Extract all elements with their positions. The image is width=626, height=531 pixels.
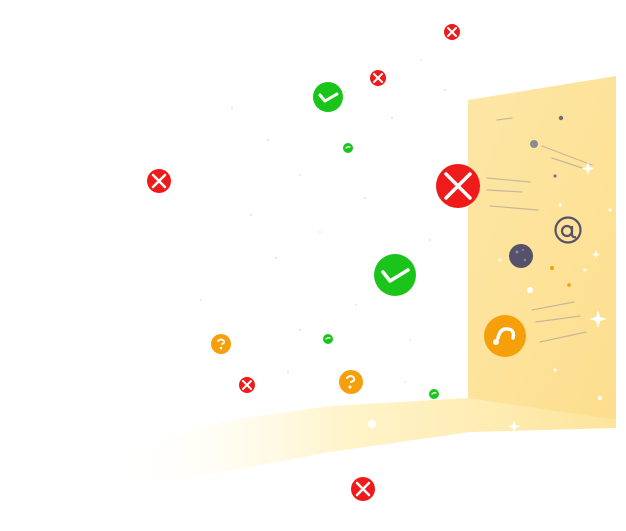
error-bubble <box>239 377 255 393</box>
warning-bubble-large <box>484 315 526 357</box>
success-bubble-large <box>374 254 416 296</box>
error-bubble-large <box>436 164 480 208</box>
at-sign-icon <box>554 216 582 244</box>
warning-bubble <box>211 334 231 354</box>
planet-gray <box>530 140 538 148</box>
planet-tiny <box>553 174 557 178</box>
planet-dark <box>509 244 533 268</box>
error-bubble <box>147 169 171 193</box>
success-bubble-small <box>343 143 353 153</box>
error-bubble <box>351 477 375 501</box>
success-bubble-small <box>323 334 333 344</box>
warning-bubble <box>339 370 363 394</box>
planet-small <box>558 115 564 121</box>
dust-specks <box>200 59 446 383</box>
success-bubble-small <box>429 389 439 399</box>
planets <box>509 115 571 287</box>
success-bubble <box>313 82 343 112</box>
light-beam <box>110 398 616 480</box>
error-bubble <box>444 24 460 40</box>
error-bubble <box>370 70 386 86</box>
door-panel <box>468 76 616 420</box>
sparkles <box>272 162 612 475</box>
speed-lines <box>486 117 593 343</box>
